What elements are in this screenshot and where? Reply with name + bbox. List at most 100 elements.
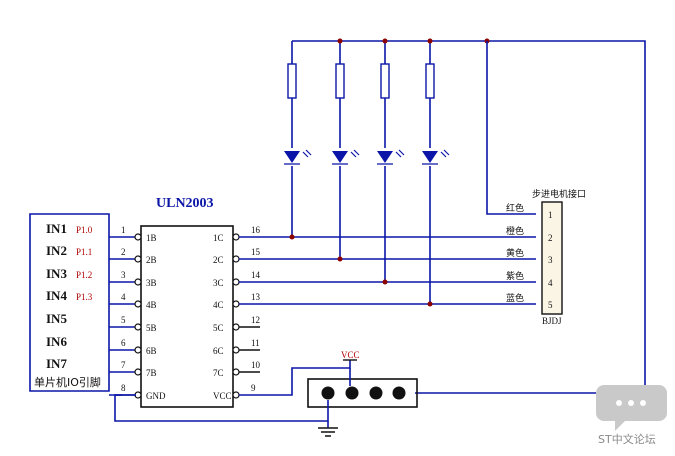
vcc-label: VCC <box>341 350 360 360</box>
connector-pin-number: 2 <box>548 233 553 243</box>
mcu-port-label: P1.0 <box>76 225 93 235</box>
connector-name: BJDJ <box>542 316 562 326</box>
input-name: IN3 <box>46 266 67 281</box>
chip-pin-number: 3 <box>121 270 126 280</box>
pin-marker <box>134 368 142 376</box>
top-power-bus <box>292 40 646 394</box>
chip-pin-number: 8 <box>121 383 126 393</box>
chip-pin-number: 16 <box>251 225 261 235</box>
chip-pin-name: 3C <box>213 278 224 288</box>
chip-pin-number: 12 <box>251 315 260 325</box>
chip-pin-number: 9 <box>251 383 256 393</box>
chip-pin-name: GND <box>146 391 166 401</box>
wire-color-label: 橙色 <box>506 225 524 237</box>
chip-pin-name: 7C <box>213 368 224 378</box>
led-array <box>284 38 646 394</box>
connector-pin-number: 5 <box>548 300 553 310</box>
chip-pin-name: VCC <box>213 391 232 401</box>
chip-pin-name: 1B <box>146 233 157 243</box>
input-name: IN5 <box>46 311 67 326</box>
led-3-icon <box>377 151 393 163</box>
mcu-label: 单片机IO引脚 <box>34 375 101 389</box>
wire-color-label: 紫色 <box>506 270 524 282</box>
power-section: VCC <box>114 350 418 437</box>
connector-title: 步进电机接口 <box>532 188 586 200</box>
chip-pin-name: 7B <box>146 368 157 378</box>
chip-pin-number: 10 <box>251 360 261 370</box>
pin-marker <box>232 255 240 263</box>
wire-color-label: 黄色 <box>506 247 524 259</box>
pin-marker <box>134 233 142 241</box>
resistor-3 <box>380 63 390 99</box>
pin-marker <box>232 391 240 399</box>
jumper-pin <box>321 386 335 400</box>
pin-marker <box>134 300 142 308</box>
chip-pin-number: 7 <box>121 360 126 370</box>
chip-pin-number: 15 <box>251 247 261 257</box>
chip-pin-name: 2B <box>146 255 157 265</box>
pin-marker <box>134 323 142 331</box>
pin-marker <box>232 300 240 308</box>
led-4-icon <box>422 151 438 163</box>
resistor-4 <box>425 63 435 99</box>
led-column-3 <box>377 41 405 282</box>
input-name: IN6 <box>46 334 67 349</box>
chip-pin-number: 6 <box>121 338 126 348</box>
mcu-box <box>29 213 110 392</box>
input-name: IN2 <box>46 243 67 258</box>
connector-pin-number: 3 <box>548 255 553 265</box>
connector-pin1-wire <box>486 41 536 215</box>
input-name: IN4 <box>46 288 67 303</box>
led-column-4 <box>422 41 450 304</box>
chip-pin-name: 6B <box>146 346 157 356</box>
chip-pin-number: 5 <box>121 315 126 325</box>
chip-body <box>140 225 234 408</box>
mcu-input-block: 单片机IO引脚 <box>29 213 110 392</box>
chip-pin-number: 14 <box>251 270 261 280</box>
resistor-1 <box>287 63 297 99</box>
resistor-2 <box>335 63 345 99</box>
chip-pin-name: 2C <box>213 255 224 265</box>
chip-pin-name: 6C <box>213 346 224 356</box>
wire-color-label: 蓝色 <box>506 292 524 304</box>
led-column-1 <box>284 41 312 237</box>
pin-marker <box>134 346 142 354</box>
stepper-connector: 步进电机接口 1 2 3 4 5 BJDJ <box>532 188 586 326</box>
pin-marker <box>134 255 142 263</box>
chip-pin-name: 4C <box>213 300 224 310</box>
wire-color-labels: 红色 橙色 黄色 紫色 蓝色 <box>506 202 524 304</box>
chip-name: ULN2003 <box>156 196 214 211</box>
chip-pin-name: 3B <box>146 278 157 288</box>
pin-marker <box>232 346 240 354</box>
mcu-port-label: P1.3 <box>76 292 93 302</box>
chip-pin-name: 5C <box>213 323 224 333</box>
connector-pin-number: 1 <box>548 210 553 220</box>
jumper-pin <box>369 386 383 400</box>
pin-marker <box>232 368 240 376</box>
forum-watermark: ST中文论坛 <box>596 385 667 446</box>
input-name: IN7 <box>46 356 67 371</box>
pin-marker <box>232 233 240 241</box>
pin-marker <box>134 278 142 286</box>
output-wires <box>260 234 536 307</box>
chip-pin-number: 2 <box>121 247 126 257</box>
wire-color-label: 红色 <box>506 202 524 214</box>
jumper-pin <box>392 386 406 400</box>
chip-pin-name: 1C <box>213 233 224 243</box>
chip-pin-number: 11 <box>251 338 260 348</box>
pin-marker <box>232 323 240 331</box>
connector-pin-number: 4 <box>548 278 553 288</box>
mcu-port-label: P1.1 <box>76 247 92 257</box>
led-column-2 <box>332 41 360 259</box>
mcu-port-label: P1.2 <box>76 270 92 280</box>
jumper-pin <box>345 386 359 400</box>
chip-pin-number: 13 <box>251 292 261 302</box>
connector-body <box>541 201 563 315</box>
watermark-text: ST中文论坛 <box>598 432 656 446</box>
pin-marker <box>232 278 240 286</box>
input-name: IN1 <box>46 221 67 236</box>
